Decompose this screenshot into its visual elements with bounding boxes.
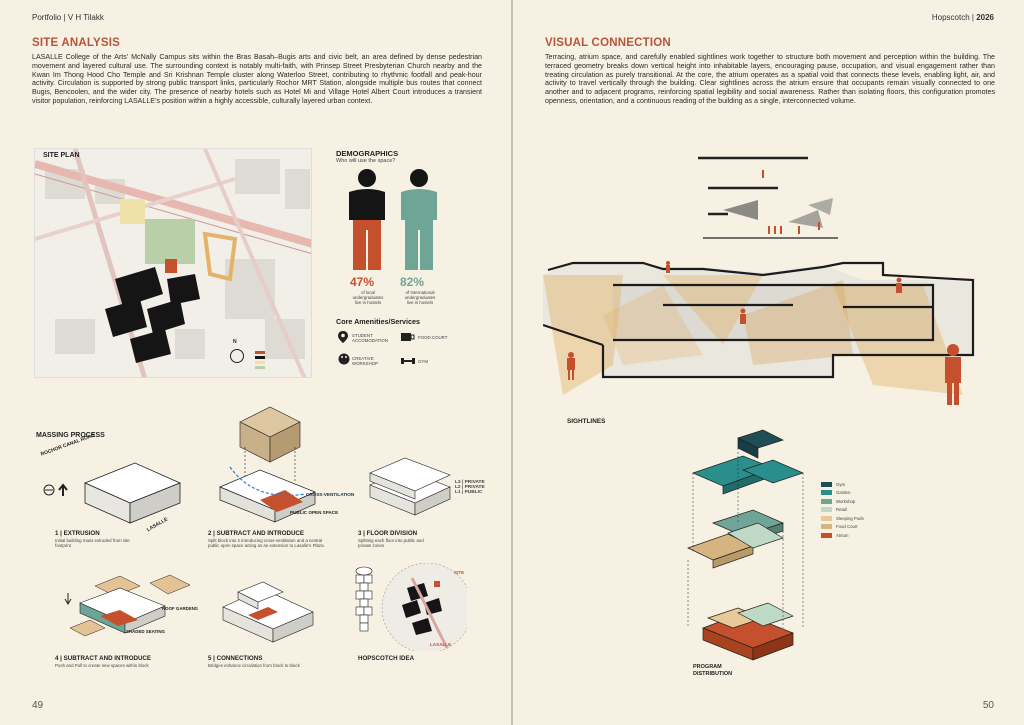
floor-division-diagram xyxy=(369,457,451,516)
north-label: N xyxy=(233,339,237,345)
shaded-seating-label: SHADED SEATING xyxy=(126,629,165,634)
legend-swatch xyxy=(821,498,832,504)
page-number-right: 50 xyxy=(982,700,994,711)
amenity-food-court: FOOD COURT xyxy=(418,335,448,340)
step-4-desc: Push and Pull to create new spaces withi… xyxy=(55,663,149,668)
legend-swatch xyxy=(821,490,832,496)
amenity-student-accommodation: STUDENT ACCOMODATION xyxy=(352,333,389,344)
left-page: Portfolio | V H Tilakk SITE ANALYSIS LAS… xyxy=(0,0,511,725)
local-student-figure-icon xyxy=(349,169,385,270)
extrusion-diagram xyxy=(83,462,182,524)
page-number-left: 49 xyxy=(32,700,44,711)
program-legend: Gym Garden Workshop Retail Sleeping Pods… xyxy=(821,480,901,540)
massing-process-title: MASSING PROCESS xyxy=(36,432,105,439)
step-2-desc: Split block into 2 introducing cross-ven… xyxy=(208,538,325,549)
orientation-icon xyxy=(43,483,68,496)
legend-item: Food Court xyxy=(821,523,901,532)
legend-swatch xyxy=(821,524,832,530)
book-spine xyxy=(511,0,513,725)
hopscotch-diagram: SITE LASALLE xyxy=(352,563,467,651)
step-5-desc: Bridges enhance circulation from block t… xyxy=(208,663,300,668)
connections-diagram xyxy=(222,581,314,643)
step-4-title: 4 | SUBTRACT AND INTRODUCE xyxy=(55,655,152,662)
intl-description: of International undergraduates live in … xyxy=(404,290,436,306)
terrace-section-diagram xyxy=(698,156,838,239)
site-plan-label: SITE PLAN xyxy=(43,152,80,159)
legend-item: Atrium xyxy=(821,531,901,540)
site-plan-map xyxy=(35,149,311,377)
legend-item: Garden xyxy=(821,489,901,498)
roof-gardens-label: ROOF GARDENS xyxy=(162,606,198,611)
public-open-space-label: PUBLIC OPEN SPACE xyxy=(290,510,339,515)
palette-icon xyxy=(338,353,350,365)
intl-percentage: 82% xyxy=(400,275,425,289)
step-2-title: 2 | SUBTRACT AND INTRODUCE xyxy=(208,530,305,537)
location-pin-icon xyxy=(338,331,348,343)
local-description: of local undergraduates live in hostels xyxy=(352,290,384,306)
visual-connection-title: VISUAL CONNECTION xyxy=(545,37,671,49)
site-plan: SITE PLAN N xyxy=(34,148,312,378)
cup-icon xyxy=(401,333,415,341)
local-percentage: 47% xyxy=(350,275,375,289)
site-tag: SITE xyxy=(454,570,465,575)
amenity-creative-workshop: CREATIVE WORKSHOP xyxy=(352,356,379,367)
sightlines-section-diagram xyxy=(543,261,975,405)
international-student-figure-icon xyxy=(401,169,437,270)
amenities-title: Core Amenities/Services xyxy=(336,317,421,326)
demographics-title: DEMOGRAPHICS xyxy=(336,149,399,158)
lasalle-tag: LASALLE xyxy=(430,642,452,647)
program-distribution-label: PROGRAM DISTRIBUTION xyxy=(693,664,733,677)
demographics-subtitle: Who will use the space? xyxy=(336,158,396,164)
site-plan-legend xyxy=(255,349,310,374)
step-5-title: 5 | CONNECTIONS xyxy=(208,655,263,662)
step-1-desc: Initial building mass extruded from site… xyxy=(55,538,130,549)
cross-ventilation-label: CROSS-VENTILATION xyxy=(306,492,355,497)
site-analysis-paragraph: LASALLE College of the Arts’ McNally Cam… xyxy=(32,53,482,105)
step-3-desc: Splitting each floor into public and pri… xyxy=(358,538,424,549)
legend-item: Retail xyxy=(821,506,901,515)
legend-item: Sleeping Pods xyxy=(821,514,901,523)
north-icon xyxy=(230,349,244,363)
program-distribution-diagram xyxy=(687,429,804,661)
hopscotch-idea-title: HOPSCOTCH IDEA xyxy=(358,655,415,662)
legend-swatch xyxy=(821,532,832,538)
push-pull-diagram xyxy=(64,574,191,637)
sightlines-label: SIGHTLINES xyxy=(567,418,606,425)
step-3-title: 3 | FLOOR DIVISION xyxy=(358,530,418,537)
legend-item: Workshop xyxy=(821,497,901,506)
level-labels: L3 | PRIVATE L2 | PRIVATE L1 | PUBLIC xyxy=(455,480,485,496)
page-header-right: Hopscotch | 2026 xyxy=(931,13,994,22)
subtract-introduce-diagram xyxy=(219,406,316,523)
dumbbell-icon xyxy=(401,358,415,364)
page-header-left: Portfolio | V H Tilakk xyxy=(32,13,104,22)
visual-connection-paragraph: Terracing, atrium space, and carefully e… xyxy=(545,53,995,105)
legend-item: Gym xyxy=(821,480,901,489)
right-page: Hopscotch | 2026 VISUAL CONNECTION Terra… xyxy=(513,0,1024,725)
legend-swatch xyxy=(821,515,832,521)
site-analysis-title: SITE ANALYSIS xyxy=(32,37,121,49)
legend-swatch xyxy=(821,507,832,513)
legend-swatch xyxy=(821,481,832,487)
step-1-title: 1 | EXTRUSION xyxy=(55,530,100,537)
amenity-gym: GYM xyxy=(418,359,429,364)
